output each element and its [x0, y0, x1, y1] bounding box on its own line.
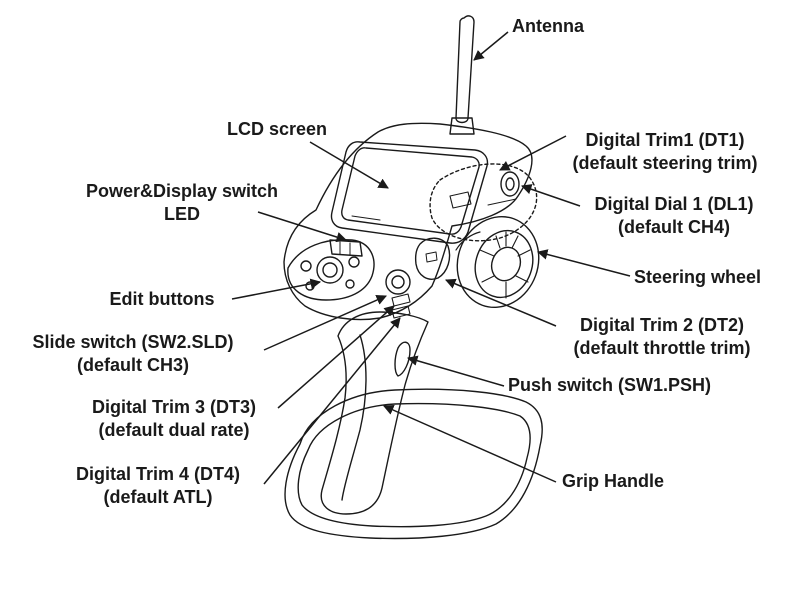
dl1-arrow [521, 184, 581, 207]
lcd-bezel [330, 141, 489, 244]
dt4-arrow [263, 317, 401, 485]
steering-wheel-label: Steering wheel [634, 267, 762, 287]
trim-callout-region [429, 163, 538, 242]
power-arrow [257, 211, 348, 243]
grip-handle-label: Grip Handle [562, 471, 665, 491]
edit-arrow [231, 278, 322, 300]
dt3-arrow [277, 305, 395, 409]
edit-buttons-label: Edit buttons [109, 289, 215, 309]
digital-dial-1-label: Digital Dial 1 (DL1) (default CH4) [594, 194, 754, 237]
digital-trim-4-label: Digital Trim 4 (DT4) (default ATL) [75, 464, 241, 507]
lcd-screen [341, 147, 480, 235]
side-trim-box [414, 237, 451, 280]
grip-outline [320, 311, 429, 515]
digital-trim-3-label: Digital Trim 3 (DT3) (default dual rate) [91, 397, 257, 440]
antenna-base [449, 117, 475, 135]
base-inner-outline [297, 402, 531, 528]
antenna-arrow [473, 31, 509, 61]
push-arrow [406, 355, 505, 387]
wheel-arrow [536, 249, 631, 277]
grip-inner-line [341, 334, 367, 501]
slide-switch [385, 269, 411, 295]
dt1-arrow [499, 135, 567, 171]
slide-switch-label: Slide switch (SW2.SLD) (default CH3) [32, 332, 234, 375]
lcd-arrow [309, 141, 389, 189]
button-panel [287, 239, 375, 301]
digital-trim-2-label: Digital Trim 2 (DT2) (default throttle t… [573, 315, 751, 358]
push-switch-label: Push switch (SW1.PSH) [508, 375, 712, 395]
dt2-arrow [445, 278, 557, 327]
base-outline [284, 388, 543, 540]
power-display-switch-label: Power&Display switch LED [85, 181, 279, 224]
grip-arrow [383, 405, 557, 483]
antenna-label: Antenna [512, 16, 584, 36]
power-switches [329, 239, 363, 257]
steering-wheel-outline [455, 215, 540, 309]
digital-trim-1-label: Digital Trim1 (DT1) (default steering tr… [572, 130, 758, 173]
dial-button [316, 256, 344, 284]
antenna-outline [455, 15, 475, 124]
body-outline [283, 122, 533, 321]
lcd-screen-label: LCD screen [226, 119, 328, 139]
digital-dial [500, 171, 520, 197]
slide-arrow [263, 295, 387, 351]
push-switch [394, 341, 411, 377]
